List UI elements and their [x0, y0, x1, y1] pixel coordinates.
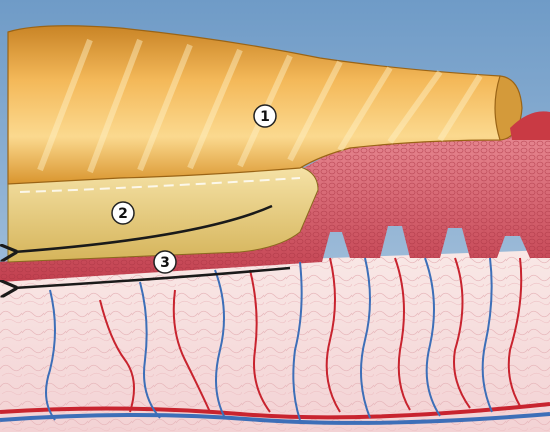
marker-3-label: 3: [160, 255, 170, 271]
marker-2: 2: [112, 202, 134, 224]
marker-2-label: 2: [118, 206, 128, 222]
marker-3: 3: [154, 251, 176, 273]
marker-1: 1: [254, 105, 276, 127]
marker-1-label: 1: [260, 109, 270, 125]
